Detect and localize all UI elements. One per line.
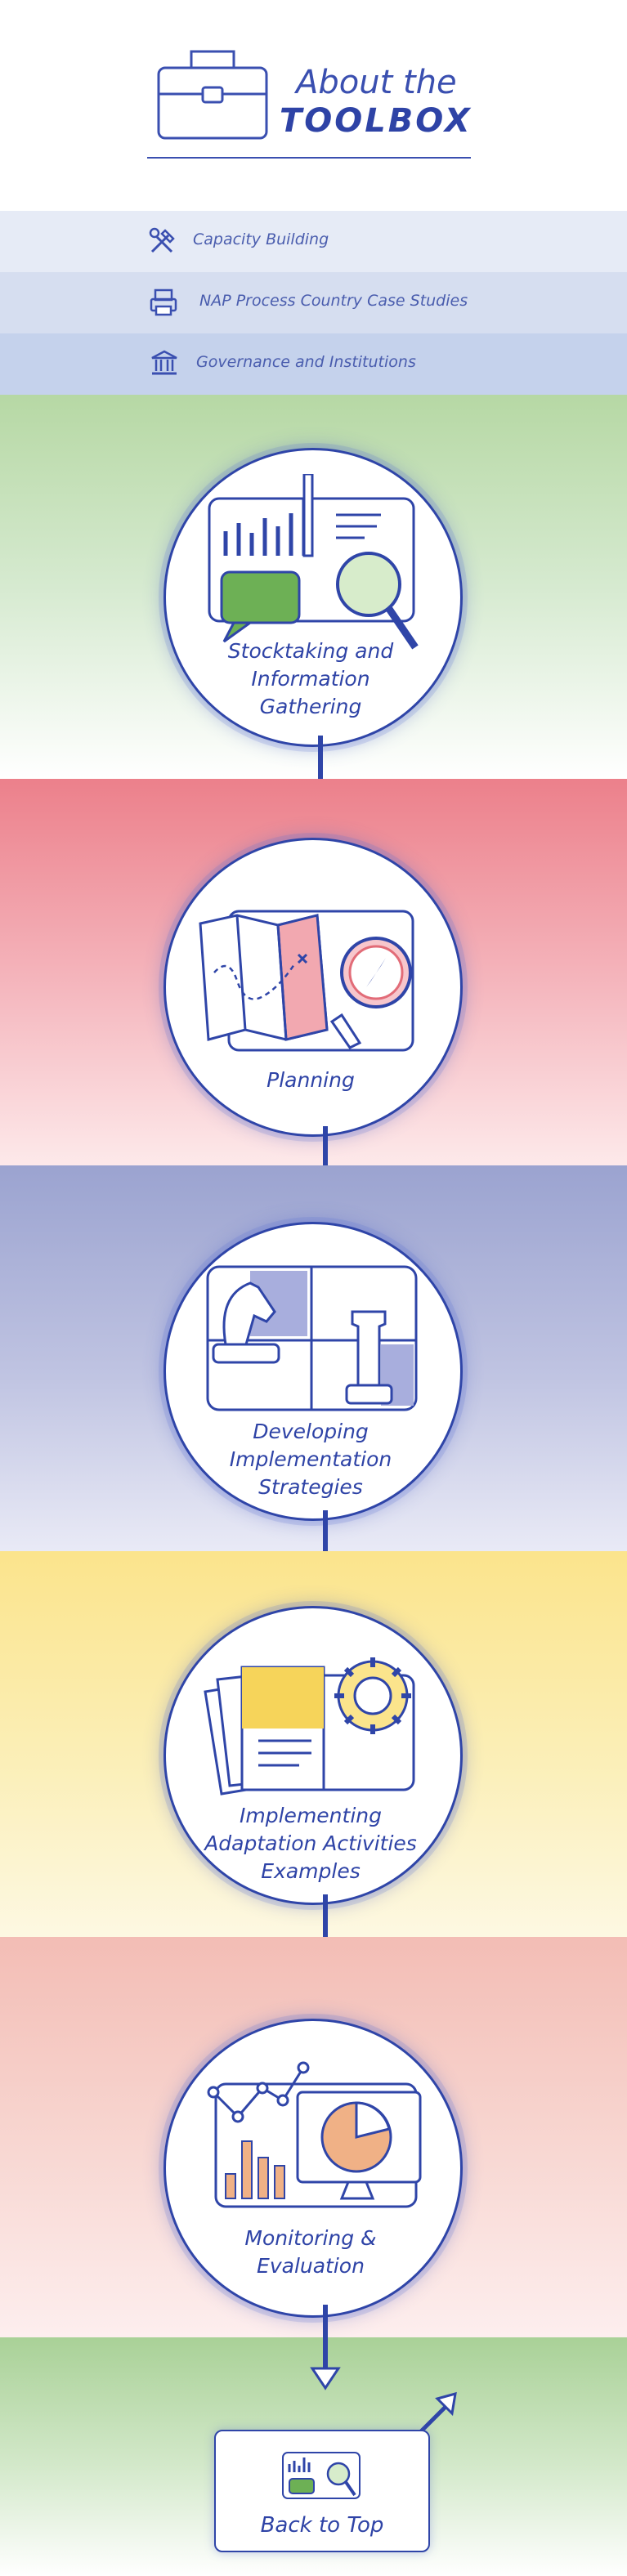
title-underline [147,157,471,159]
nav-item-case-studies[interactable]: NAP Process Country Case Studies [0,272,627,333]
chess-strategy-icon [206,1265,418,1411]
page-title-line2: TOOLBOX [280,102,472,140]
step-label-implementing: Implementing Adaptation Activities Examp… [204,1804,417,1883]
institution-icon [151,350,177,375]
charts-monitor-icon [207,2061,422,2208]
tools-icon [149,227,175,253]
step-label-planning: Planning [266,1068,355,1092]
toolbox-icon [157,50,268,140]
back-to-top-icon [282,2452,361,2499]
page-header: About the TOOLBOX [0,0,627,211]
step-label-stocktaking: Stocktaking and Information Gathering [227,639,394,718]
nav-item-governance[interactable]: Governance and Institutions [0,333,627,395]
nav-label-case-studies: NAP Process Country Case Studies [199,292,468,310]
step-label-strategies: Developing Implementation Strategies [229,1420,392,1499]
connector-arrow-6 [310,2336,341,2390]
stocktaking-icon [208,474,419,650]
step-label-monitoring: Monitoring & Evaluation [244,2226,377,2278]
back-to-top-label: Back to Top [260,2513,384,2538]
nav-label-capacity-building: Capacity Building [193,230,329,248]
page-title-line1: About the [296,64,457,101]
documents-gear-icon [204,1657,415,1796]
planning-map-icon [199,910,414,1052]
printer-icon [150,288,177,316]
nav-label-governance: Governance and Institutions [196,353,416,371]
nav-item-capacity-building[interactable]: Capacity Building [0,211,627,272]
back-to-top-button[interactable]: Back to Top [214,2430,430,2552]
